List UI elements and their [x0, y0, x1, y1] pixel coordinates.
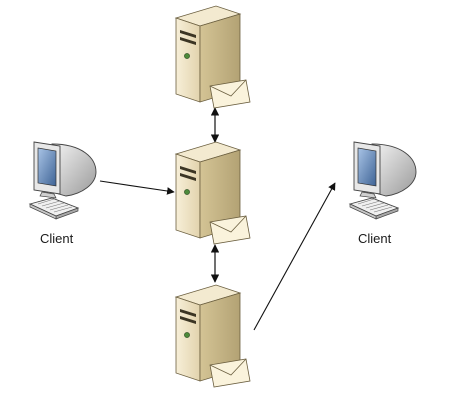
client-left-label: Client: [40, 231, 74, 246]
client-right-icon: [349, 141, 417, 220]
client-right-label: Client: [358, 231, 392, 246]
client-left-icon: [29, 141, 97, 220]
edge-client-left-to-server-middle: [99, 180, 175, 195]
server-bottom-icon: [175, 284, 251, 388]
server-middle-icon: [175, 141, 251, 245]
edge-server-bottom-to-client-right: [253, 182, 336, 331]
server-top-icon: [175, 5, 251, 109]
